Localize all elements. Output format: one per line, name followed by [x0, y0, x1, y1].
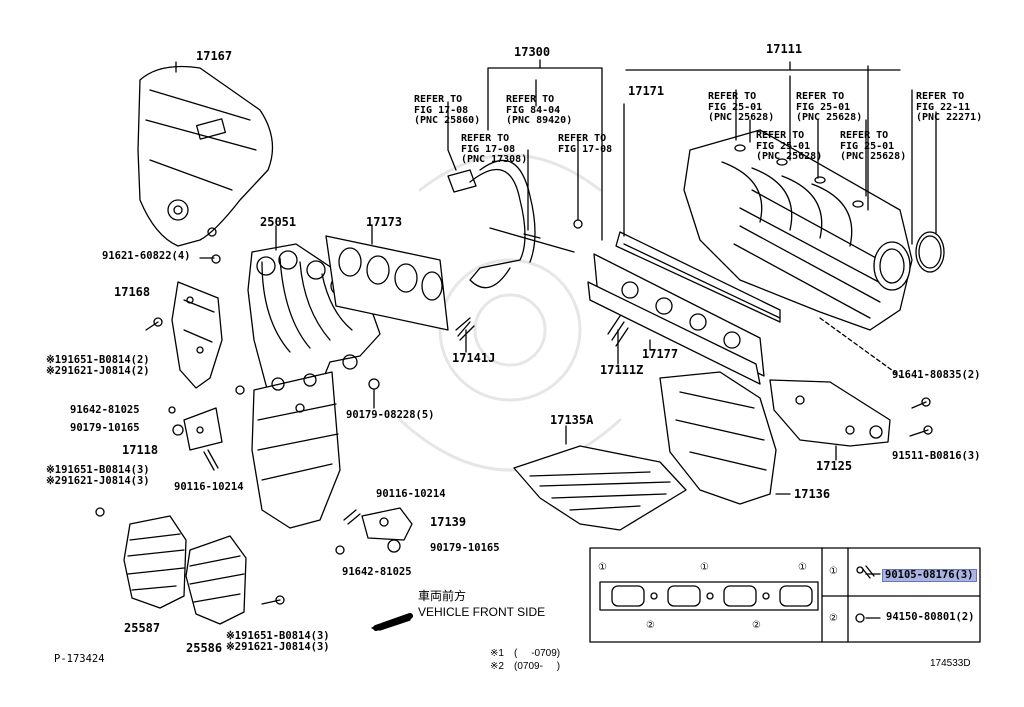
bolt-91642-81025-b[interactable]: 91642-81025 — [342, 566, 412, 578]
inset-marker-2-bottom-right: ② — [752, 620, 761, 631]
note-1-mark: ※1 — [490, 648, 504, 659]
page-code: P-173424 — [54, 653, 105, 665]
part-17136[interactable]: 17136 — [794, 487, 831, 501]
inset-legend-1: ① — [829, 566, 838, 577]
bolt-291621-j0814-2[interactable]: ※291621-J0814(2) — [46, 365, 150, 377]
part-17173[interactable]: 17173 — [366, 215, 403, 229]
drawing-id: 174533D — [930, 658, 971, 669]
hose-assembly-17300 — [447, 135, 583, 289]
inset-marker-1-top-left: ① — [598, 562, 607, 573]
nut-94150-80801[interactable]: 94150-80801(2) — [886, 611, 975, 623]
manifold-spacer-17177 — [587, 253, 765, 385]
part-17125[interactable]: 17125 — [816, 459, 853, 473]
gasket-17173 — [325, 235, 449, 331]
inset-marker-1-top-mid: ① — [700, 562, 709, 573]
bolt-191651-b0814-2[interactable]: ※191651-B0814(2) — [46, 354, 150, 366]
note-2-range: (0709- ) — [514, 661, 561, 672]
nut-90179-10165-a[interactable]: 90179-10165 — [70, 422, 140, 434]
part-17135a[interactable]: 17135A — [550, 413, 594, 427]
heat-insulator-17167 — [137, 65, 274, 247]
bracket-17139 — [361, 507, 413, 541]
stud-90116-10214-b[interactable]: 90116-10214 — [376, 488, 446, 500]
heat-shield-25587 — [123, 515, 187, 609]
bracket-17125 — [769, 379, 891, 447]
insulator-17168 — [171, 281, 223, 389]
part-17141j[interactable]: 17141J — [452, 351, 496, 365]
bolt-90105-08176-highlighted[interactable]: 90105-08176(3) — [882, 569, 977, 582]
part-17111[interactable]: 17111 — [766, 42, 803, 56]
note-2-mark: ※2 — [490, 661, 504, 672]
heat-insulator-17136 — [659, 371, 777, 505]
part-25586[interactable]: 25586 — [186, 641, 223, 655]
bolt-291621-j0814-3-a[interactable]: ※291621-J0814(3) — [46, 475, 150, 487]
bolt-91621-60822[interactable]: 91621-60822(4) — [102, 250, 191, 262]
nut-90179-08228[interactable]: 90179-08228(5) — [346, 409, 435, 421]
bolt-91511-b0816[interactable]: 91511-B0816(3) — [892, 450, 981, 462]
bolt-91642-81025-a[interactable]: 91642-81025 — [70, 404, 140, 416]
part-17168[interactable]: 17168 — [114, 285, 151, 299]
intake-manifold-17111 — [683, 129, 945, 331]
inset-marker-1-top-right: ① — [798, 562, 807, 573]
heat-shield-25586 — [185, 535, 247, 625]
nut-90179-10165-b[interactable]: 90179-10165 — [430, 542, 500, 554]
direction-label-jp: 車両前方 — [418, 589, 467, 603]
part-17300[interactable]: 17300 — [514, 45, 551, 59]
direction-label-en: VEHICLE FRONT SIDE — [418, 605, 546, 619]
part-17177[interactable]: 17177 — [642, 347, 679, 361]
heat-insulator-17135a — [513, 445, 687, 531]
part-17118[interactable]: 17118 — [122, 443, 159, 457]
part-17171[interactable]: 17171 — [628, 84, 665, 98]
part-17139[interactable]: 17139 — [430, 515, 467, 529]
stud-90116-10214-a[interactable]: 90116-10214 — [174, 481, 244, 493]
note-1-range: ( -0709) — [514, 648, 561, 659]
inset-legend-2: ② — [829, 613, 838, 624]
bracket-17118 — [183, 407, 223, 471]
bolt-291621-j0814-3-b[interactable]: ※291621-J0814(3) — [226, 641, 330, 653]
bolt-191651-b0814-3-a[interactable]: ※191651-B0814(3) — [46, 464, 150, 476]
bolt-91641-80835[interactable]: 91641-80835(2) — [892, 369, 981, 381]
intake-gasket-17171 — [615, 231, 781, 323]
part-17167[interactable]: 17167 — [196, 49, 233, 63]
part-25051[interactable]: 25051 — [260, 215, 297, 229]
fastener-inset-box — [589, 547, 981, 643]
bolt-191651-b0814-3-b[interactable]: ※191651-B0814(3) — [226, 630, 330, 642]
part-25587[interactable]: 25587 — [124, 621, 161, 635]
part-17111z[interactable]: 17111Z — [600, 363, 644, 377]
inset-marker-2-bottom-left: ② — [646, 620, 655, 631]
